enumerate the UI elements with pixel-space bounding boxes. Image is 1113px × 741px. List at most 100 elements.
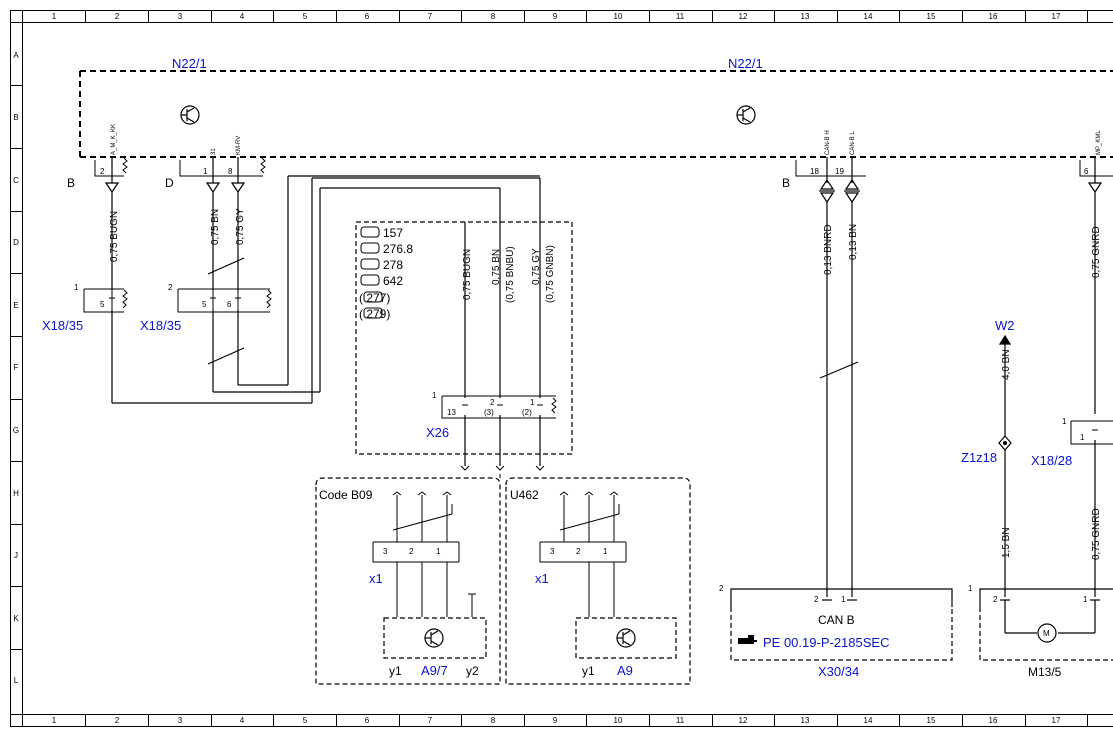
wire-label: 0,75 GY — [235, 208, 246, 245]
pin-y2-label: y2 — [466, 664, 479, 678]
ground-w2-label[interactable]: W2 — [995, 318, 1015, 333]
code-item: 642 — [383, 274, 403, 288]
grid-col-17: 17 — [1052, 12, 1061, 21]
grid-rows: A B C D E F G H J K L — [13, 51, 19, 685]
code-item: 278 — [383, 258, 403, 272]
grid-col-4: 4 — [240, 12, 245, 21]
grid-col-6: 6 — [365, 12, 370, 21]
grid-row-j: J — [14, 551, 18, 560]
grid-row-h: H — [13, 489, 19, 498]
code-item: 276.8 — [383, 242, 413, 256]
connector-x18-35-label[interactable]: X18/35 — [42, 318, 83, 333]
component-a9-label[interactable]: A9 — [617, 663, 633, 678]
pin-number: 1 — [603, 547, 608, 556]
wire-label: 0,75 BUGN — [462, 249, 473, 300]
grid-col-14-bottom: 14 — [864, 716, 873, 725]
b09-wiring — [373, 492, 476, 617]
pin-number: 1 — [1062, 417, 1067, 426]
grid-col-1-bottom: 1 — [52, 716, 57, 725]
component-a9-7-label[interactable]: A9/7 — [421, 663, 448, 678]
grid-col-2-bottom: 2 — [115, 716, 120, 725]
pin-number: 1 — [436, 547, 441, 556]
connector-x1-label[interactable]: x1 — [369, 571, 383, 586]
pin-number: 2 — [168, 283, 173, 292]
module-n22-1-label[interactable]: N22/1 — [172, 56, 207, 71]
pin-number: 3 — [550, 547, 555, 556]
grid-row-l: L — [14, 676, 19, 685]
connector-letter-b: B — [67, 176, 75, 190]
connector-x18-28 — [1071, 421, 1113, 444]
grid-col-9-bottom: 9 — [553, 716, 558, 725]
pin-number: 1 — [968, 584, 973, 593]
grid-col-5-bottom: 5 — [303, 716, 308, 725]
grid-col-17-bottom: 17 — [1052, 716, 1061, 725]
grid-row-b: B — [13, 113, 18, 122]
pin-number: 2 — [100, 167, 105, 176]
wire-arrows — [461, 466, 544, 470]
module-n22-1-label-right[interactable]: N22/1 — [728, 56, 763, 71]
grid-row-f: F — [14, 363, 19, 372]
transistor-icon — [181, 106, 199, 124]
transistor-icon — [617, 629, 635, 647]
grid-col-7-bottom: 7 — [428, 716, 433, 725]
pin-number: 1 — [432, 391, 437, 400]
connector-x1-label-u462[interactable]: x1 — [535, 571, 549, 586]
wires — [106, 157, 1101, 597]
junction-z1z18-label[interactable]: Z1z18 — [961, 450, 997, 465]
can-b-title: CAN B — [818, 613, 855, 627]
pin-number: 1 — [841, 595, 846, 604]
grid-col-2: 2 — [115, 12, 120, 21]
can-b-reference-link[interactable]: PE 00.19-P-2185SEC — [763, 635, 889, 650]
pin-y1-label: y1 — [389, 664, 402, 678]
grid-col-12: 12 — [739, 12, 748, 21]
pin-number: 1 — [203, 167, 208, 176]
motor-symbol-letter: M — [1043, 629, 1050, 638]
u462-box — [506, 478, 690, 684]
connector-x18-28-label[interactable]: X18/28 — [1031, 453, 1072, 468]
grid-columns-top: 1 2 3 4 5 6 7 8 9 10 11 12 13 14 15 16 1… — [52, 12, 1061, 21]
pin-number: 19 — [835, 167, 844, 176]
grid-col-15: 15 — [927, 12, 936, 21]
wire-label: 0,75 BN — [491, 249, 502, 285]
pin-name-can-b-h: CAN-B H — [825, 130, 831, 155]
pin-number: 3 — [383, 547, 388, 556]
grid-col-3: 3 — [178, 12, 183, 21]
pin-number: 2 — [993, 595, 998, 604]
pin-number: 6 — [1084, 167, 1089, 176]
grid-col-1: 1 — [52, 12, 57, 21]
grid-col-8-bottom: 8 — [491, 716, 496, 725]
n22-module-outline — [80, 71, 1113, 157]
grid-col-8: 8 — [491, 12, 496, 21]
pin-number: 13 — [447, 408, 456, 417]
hand-pointer-icon — [738, 635, 757, 644]
grid-col-9: 9 — [553, 12, 558, 21]
wire-label: 1,5 BN — [1001, 527, 1012, 558]
code-item: ( 277) — [359, 291, 390, 305]
grid-col-10: 10 — [614, 12, 623, 21]
pin-number: 8 — [228, 167, 233, 176]
pin-name-mp-kml: MP_KML — [1096, 130, 1102, 155]
connector-x26-label[interactable]: X26 — [426, 425, 449, 440]
connector-x18-35-label-b[interactable]: X18/35 — [140, 318, 181, 333]
grid-col-15-bottom: 15 — [927, 716, 936, 725]
connector-x18-35-a — [84, 289, 127, 312]
pin-number: 1 — [1080, 433, 1085, 442]
a9-7-box — [384, 618, 486, 658]
pin-number: 2 — [409, 547, 414, 556]
wire-label: 0,13 BN — [848, 224, 859, 260]
pin-number: 2 — [576, 547, 581, 556]
code-b09-label: Code B09 — [319, 488, 373, 502]
grid-columns-bottom: 1 2 3 4 5 6 7 8 9 10 11 12 13 14 15 16 1… — [52, 716, 1061, 725]
grid-row-g: G — [13, 426, 19, 435]
component-m13-5-label: M13/5 — [1028, 665, 1062, 679]
pin-name-km-rv: KM-RV — [236, 136, 242, 155]
grid-col-16-bottom: 16 — [989, 716, 998, 725]
wire-label: 0,13 BNRD — [823, 224, 834, 275]
connector-x30-34-label[interactable]: X30/34 — [818, 664, 859, 679]
grid-row-e: E — [13, 301, 18, 310]
wire-label: 0,75 GY — [531, 248, 542, 285]
pin-number: (2) — [522, 408, 532, 417]
pin-name-31: 31 — [211, 148, 217, 155]
pin-number: 2 — [814, 595, 819, 604]
